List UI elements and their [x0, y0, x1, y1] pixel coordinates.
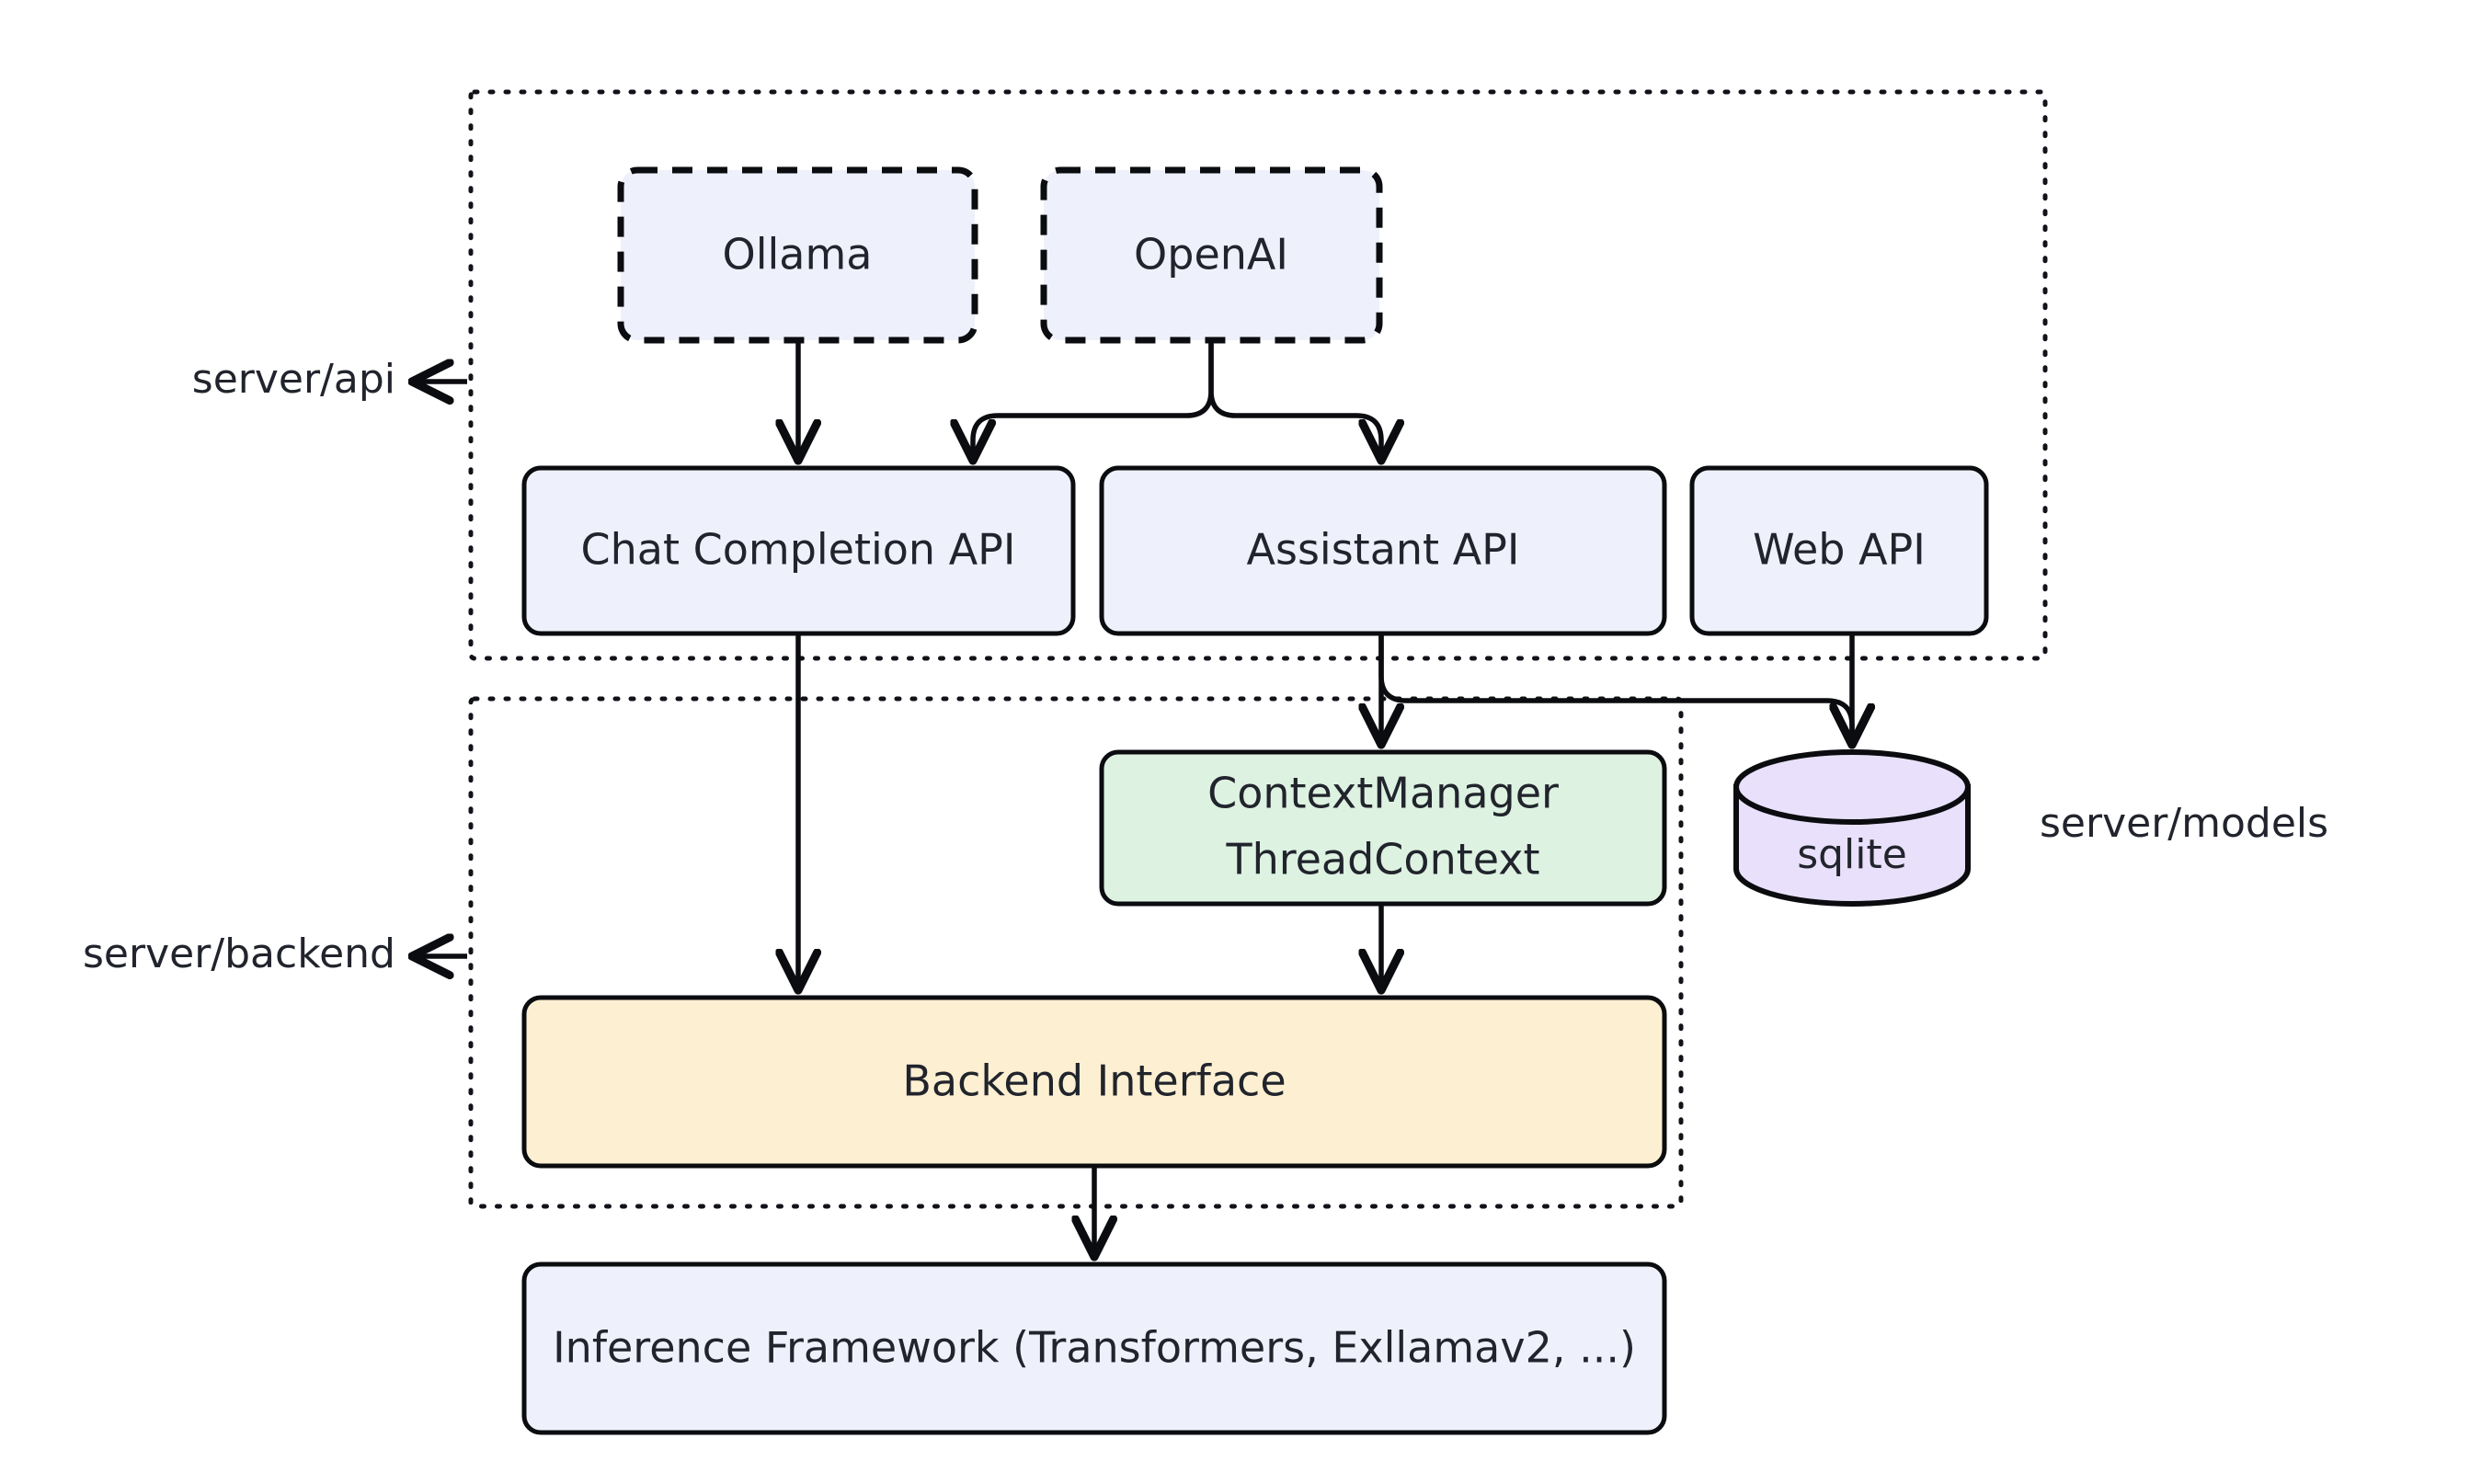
node-chat-completion-api-label: Chat Completion API — [581, 525, 1016, 575]
node-assistant-api-box[interactable] — [1099, 465, 1667, 636]
node-backend-interface-box[interactable] — [521, 995, 1667, 1169]
node-assistant-api[interactable]: Assistant API — [1099, 465, 1667, 636]
node-openai-label: OpenAI — [1134, 230, 1288, 280]
group-label-server-api: server/api — [192, 356, 467, 403]
node-context-manager-label-line1: ContextManager — [1207, 769, 1559, 818]
node-ollama-label: Ollama — [723, 230, 873, 280]
group-label-server-models-text: server/models — [2040, 800, 2328, 847]
node-sqlite-cylinder-top[interactable] — [1733, 749, 1971, 825]
node-web-api-label: Web API — [1753, 525, 1926, 575]
node-sqlite-label: sqlite — [1797, 831, 1907, 878]
node-backend-interface-label: Backend Interface — [902, 1056, 1286, 1106]
node-sqlite[interactable]: sqlite — [1733, 749, 1971, 907]
node-inference-framework-label: Inference Framework (Transformers, Exlla… — [553, 1323, 1636, 1373]
node-web-api-box[interactable] — [1689, 465, 1989, 636]
node-assistant-api-label: Assistant API — [1247, 525, 1520, 575]
edge-openai-to-chat-completion-api — [973, 340, 1214, 457]
node-context-manager[interactable]: ContextManager ThreadContext — [1099, 749, 1667, 907]
node-inference-framework-box[interactable] — [521, 1261, 1667, 1435]
node-chat-completion-api[interactable]: Chat Completion API — [521, 465, 1076, 636]
node-context-manager-box[interactable] — [1099, 749, 1667, 907]
node-inference-framework[interactable]: Inference Framework (Transformers, Exlla… — [521, 1261, 1667, 1435]
group-container-server-backend — [468, 696, 1684, 1209]
edge-assistant-api-to-sqlite — [1378, 634, 1852, 741]
node-openai[interactable]: OpenAI — [1040, 166, 1383, 344]
node-context-manager-label-line2: ThreadContext — [1225, 835, 1539, 885]
group-container-server-api — [468, 89, 2048, 661]
node-ollama[interactable]: Ollama — [617, 166, 978, 344]
edge-openai-to-assistant-api — [1208, 340, 1381, 457]
group-label-server-api-text: server/api — [192, 356, 395, 403]
node-chat-completion-api-box[interactable] — [521, 465, 1076, 636]
node-openai-box[interactable] — [1040, 166, 1383, 344]
node-backend-interface[interactable]: Backend Interface — [521, 995, 1667, 1169]
group-label-server-backend-text: server/backend — [83, 930, 395, 977]
group-label-server-backend: server/backend — [83, 930, 467, 977]
node-web-api[interactable]: Web API — [1689, 465, 1989, 636]
node-ollama-box[interactable] — [617, 166, 978, 344]
